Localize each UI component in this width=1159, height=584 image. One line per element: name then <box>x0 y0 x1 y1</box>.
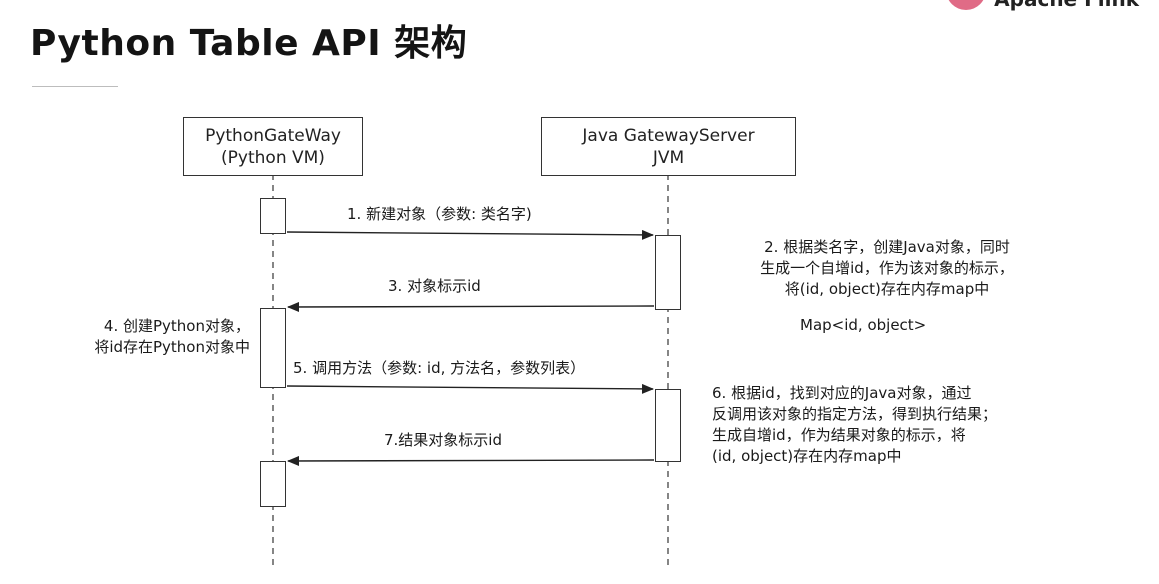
java-activation-1 <box>655 235 681 310</box>
message-arrow-7 <box>287 455 655 466</box>
note-step-6-line-1: 6. 根据id，找到对应的Java对象，通过 <box>712 384 972 402</box>
brand-name: Apache Flink <box>994 0 1139 11</box>
participant-python-vm: (Python VM) <box>221 147 325 168</box>
note-step-2-line-3: 将(id, object)存在内存map中 <box>784 280 990 298</box>
participant-python-name: PythonGateWay <box>205 125 341 146</box>
participant-java-gateway-server: Java GatewayServer JVM <box>541 117 796 176</box>
note-step-6-line-3: 生成自增id，作为结果对象的标示，将 <box>712 426 966 444</box>
note-step-2-line-2: 生成一个自增id，作为该对象的标示， <box>760 259 1014 277</box>
note-step-6-line-2: 反调用该对象的指定方法，得到执行结果； <box>712 405 998 423</box>
java-activation-2 <box>655 389 681 462</box>
message-arrow-5 <box>286 383 654 394</box>
message-label-7: 7.结果对象标示id <box>384 431 503 449</box>
page-title: Python Table API 架构 <box>30 23 468 64</box>
flink-squirrel-icon <box>946 0 987 10</box>
python-activation-3 <box>260 461 286 507</box>
brand-logo: Apache Flink <box>946 0 1139 12</box>
title-underline <box>32 86 118 87</box>
python-activation-1 <box>260 198 286 234</box>
message-arrow-3 <box>287 301 655 312</box>
message-label-5: 5. 调用方法（参数: id, 方法名，参数列表） <box>293 359 586 377</box>
note-step-4-line-1: 4. 创建Python对象， <box>103 317 250 335</box>
note-step-2: 2. 根据类名字，创建Java对象，同时 生成一个自增id，作为该对象的标示， … <box>707 237 1067 300</box>
note-step-6-line-4: (id, object)存在内存map中 <box>712 447 902 465</box>
participant-python-gateway: PythonGateWay (Python VM) <box>183 117 363 176</box>
participant-java-name: Java GatewayServer <box>582 125 755 146</box>
note-step-4-line-2: 将id存在Python对象中 <box>94 338 250 356</box>
note-step-2-line-1: 2. 根据类名字，创建Java对象，同时 <box>764 238 1010 256</box>
note-map-type: Map<id, object> <box>800 316 927 334</box>
message-arrow-1 <box>286 229 654 240</box>
message-label-3: 3. 对象标示id <box>388 277 481 295</box>
note-step-6: 6. 根据id，找到对应的Java对象，通过 反调用该对象的指定方法，得到执行结… <box>712 383 997 467</box>
note-step-4: 4. 创建Python对象， 将id存在Python对象中 <box>22 316 250 358</box>
participant-java-jvm: JVM <box>652 147 685 168</box>
message-label-1: 1. 新建对象（参数: 类名字) <box>347 205 532 223</box>
python-activation-2 <box>260 308 286 388</box>
